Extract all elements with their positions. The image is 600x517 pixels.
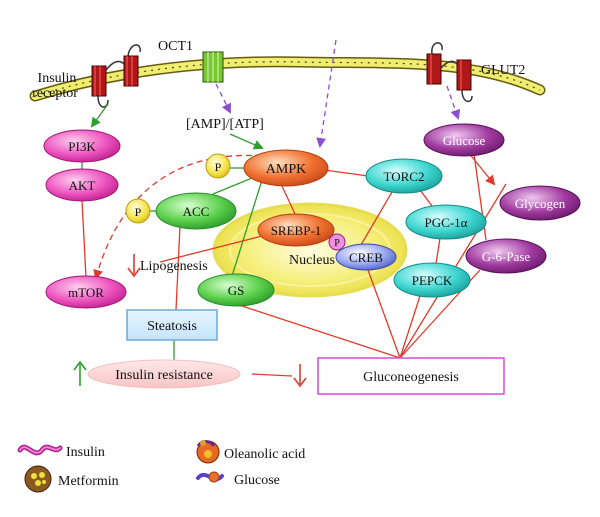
pepck-label: PEPCK [412, 273, 453, 288]
pgc1a-label: PGC-1α [425, 215, 468, 230]
steatosis-box: Steatosis [126, 309, 218, 341]
legend-oleanolic-acid-label: Oleanolic acid [224, 447, 305, 462]
acc-label: ACC [183, 204, 210, 219]
p-creb-label: P [334, 238, 340, 249]
srebp1-label: SREBP-1 [271, 223, 322, 238]
node-akt: AKT [45, 168, 119, 202]
node-mtor: mTOR [45, 275, 127, 309]
node-p-ampk: P [205, 153, 231, 179]
steatosis-label: Steatosis [147, 319, 197, 334]
insulin-receptor-icon [91, 44, 141, 108]
node-creb: CREB [335, 243, 397, 271]
node-torc2: TORC2 [365, 158, 443, 194]
g6pase-label: G-6-Pase [482, 249, 531, 264]
pi3k-label: PI3K [68, 139, 96, 154]
node-glycogen: Glycogen [499, 185, 581, 221]
legend-insulin-label: Insulin [66, 445, 105, 460]
legend-metformin-label: Metformin [58, 474, 119, 489]
node-srebp1: SREBP-1 [257, 213, 335, 247]
legend: Insulin Metformin Oleanolic acid Glucose [17, 440, 305, 493]
p-acc-label: P [135, 205, 142, 219]
ampk-label: AMPK [266, 162, 306, 177]
nucleus-label: Nucleus [289, 253, 335, 268]
oct1-label: OCT1 [158, 39, 193, 54]
node-glucose: Glucose [423, 123, 505, 157]
lipogenesis-label: Lipogenesis [140, 259, 208, 274]
torc2-label: TORC2 [384, 169, 425, 184]
node-ampk: AMPK [243, 149, 329, 187]
insulin-receptor-label-2: receptor [32, 86, 78, 101]
node-p-acc: P [125, 198, 151, 224]
creb-label: CREB [349, 250, 383, 265]
glut2-transporter-icon [426, 42, 473, 103]
legend-glucose-label: Glucose [234, 473, 280, 488]
oct1-transporter-icon [202, 51, 224, 83]
insulin-legend-icon [17, 444, 63, 456]
insulin-resistance-label: Insulin resistance [115, 368, 213, 383]
node-g6pase: G-6-Pase [465, 238, 547, 274]
insulin-receptor-label: Insulin [38, 71, 77, 86]
gs-label: GS [228, 283, 245, 298]
glucose-legend-icon [196, 471, 224, 483]
glycogen-label: Glycogen [515, 196, 566, 211]
node-acc: ACC [155, 192, 237, 230]
node-p-creb: P [328, 233, 346, 251]
glucose-label: Glucose [443, 133, 486, 148]
node-pepck: PEPCK [393, 262, 471, 298]
oleanolic-acid-legend-icon [196, 440, 220, 464]
gluconeogenesis-label: Gluconeogenesis [363, 370, 459, 385]
node-pgc1a: PGC-1α [405, 204, 487, 240]
gluconeogenesis-box: Gluconeogenesis [317, 357, 505, 395]
glut2-label: GLUT2 [481, 63, 525, 78]
insulin-resistance-shape: Insulin resistance [87, 359, 241, 389]
p-ampk-label: P [215, 160, 222, 174]
amp-atp-label: [AMP]/[ATP] [186, 117, 264, 132]
mtor-label: mTOR [68, 285, 104, 300]
metformin-legend-icon [24, 465, 52, 493]
up-arrow-insulin-resistance [73, 360, 87, 386]
down-arrow-lipogenesis [127, 254, 141, 278]
node-pi3k: PI3K [43, 129, 121, 163]
node-gs: GS [197, 273, 275, 307]
akt-label: AKT [69, 178, 96, 193]
down-arrow-gluconeogenesis [293, 364, 307, 388]
